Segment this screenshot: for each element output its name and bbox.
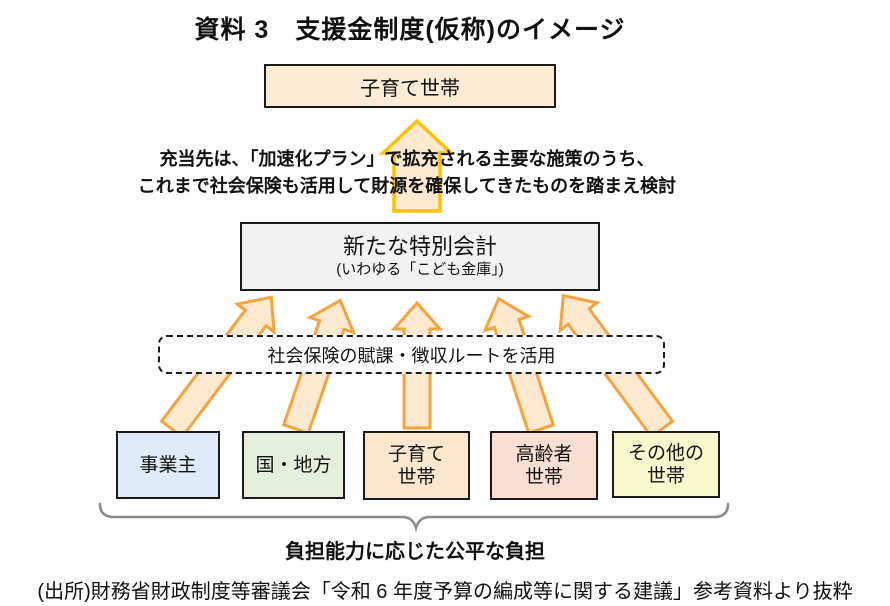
- bottom-box-employers: 事業主: [116, 431, 220, 499]
- child-rearing-households-label: 子育て世帯: [360, 77, 460, 100]
- main-up-arrow: [378, 118, 456, 213]
- special-account-title: 新たな特別会計: [342, 234, 497, 259]
- special-account-subtitle: (いわゆる「こども金庫」): [336, 261, 504, 278]
- annotation-line-1: 充当先は、「加速化プラン」で拡充される主要な施策のうち、: [159, 149, 655, 169]
- bottom-box-elderly-households: 高齢者 世帯: [490, 431, 598, 500]
- bottom-box-national-local: 国・地方: [242, 431, 345, 499]
- annotation-line-2: これまで社会保険も活用して財源を確保してきたものを踏まえ検討: [137, 176, 677, 196]
- bottom-box-childrearing-households: 子育て 世帯: [363, 431, 470, 500]
- brace: [98, 502, 730, 533]
- route-box: 社会保険の賦課・徴収ルートを活用: [158, 335, 665, 374]
- source-note: (出所)財務省財政制度等審議会「令和 6 年度予算の編成等に関する建議」参考資料…: [37, 581, 853, 603]
- child-rearing-households-box: 子育て世帯: [264, 64, 556, 108]
- special-account-box: 新たな特別会計 (いわゆる「こども金庫」): [240, 222, 600, 291]
- allocation-annotation: 充当先は、「加速化プラン」で拡充される主要な施策のうち、 これまで社会保険も活用…: [57, 146, 757, 200]
- brace-caption: 負担能力に応じた公平な負担: [285, 541, 545, 563]
- route-box-label: 社会保険の賦課・徴収ルートを活用: [267, 345, 556, 366]
- bottom-box-other-households: その他の 世帯: [612, 431, 720, 498]
- figure-title: 資料 3 支援金制度(仮称)のイメージ: [194, 16, 626, 44]
